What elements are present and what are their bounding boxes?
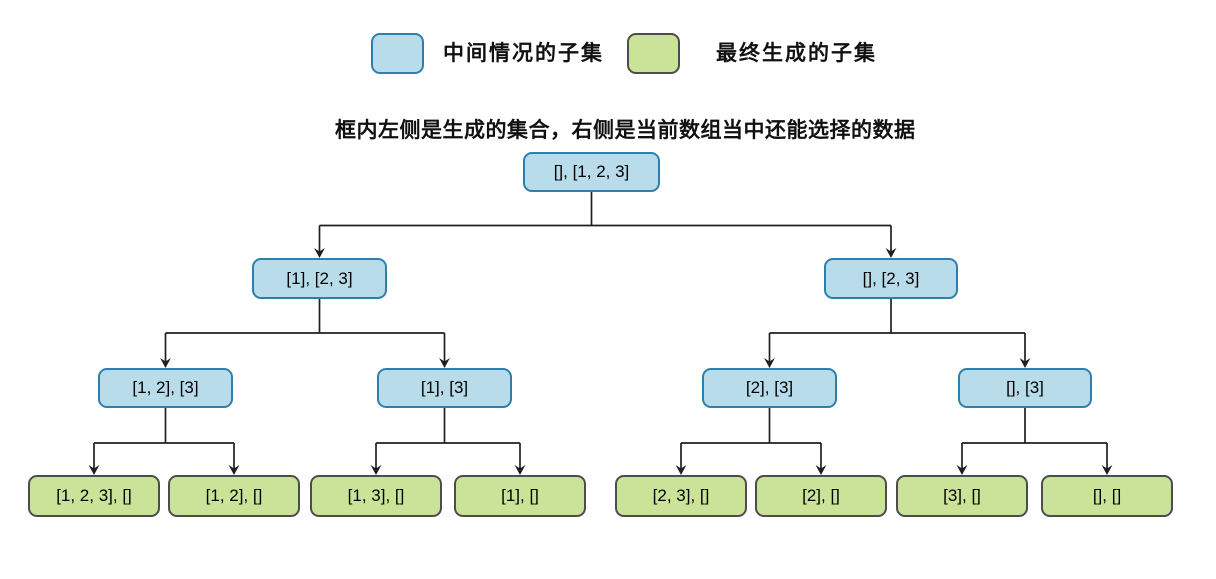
- tree-node-n2: [], [2, 3]: [824, 258, 958, 299]
- tree-node-n22: [], [3]: [958, 368, 1092, 408]
- tree-node-n21: [2], [3]: [702, 368, 837, 408]
- legend-intermediate-label: 中间情况的子集: [443, 42, 604, 65]
- tree-node-root: [], [1, 2, 3]: [523, 152, 660, 192]
- tree-node-g1: [1, 2, 3], []: [28, 475, 160, 517]
- diagram-caption: 框内左侧是生成的集合，右侧是当前数组当中还能选择的数据: [335, 119, 916, 142]
- legend-final-label: 最终生成的子集: [716, 42, 877, 65]
- tree-node-g8: [], []: [1041, 475, 1173, 517]
- legend-final-swatch: [627, 33, 680, 74]
- tree-node-n11: [1, 2], [3]: [98, 368, 233, 408]
- tree-node-n12: [1], [3]: [377, 368, 512, 408]
- tree-node-n1: [1], [2, 3]: [252, 258, 387, 299]
- tree-node-g3: [1, 3], []: [310, 475, 442, 517]
- tree-node-g4: [1], []: [454, 475, 586, 517]
- tree-node-g7: [3], []: [896, 475, 1028, 517]
- legend-intermediate-swatch: [371, 33, 424, 74]
- tree-node-g5: [2, 3], []: [615, 475, 747, 517]
- tree-node-g2: [1, 2], []: [168, 475, 300, 517]
- tree-node-g6: [2], []: [755, 475, 887, 517]
